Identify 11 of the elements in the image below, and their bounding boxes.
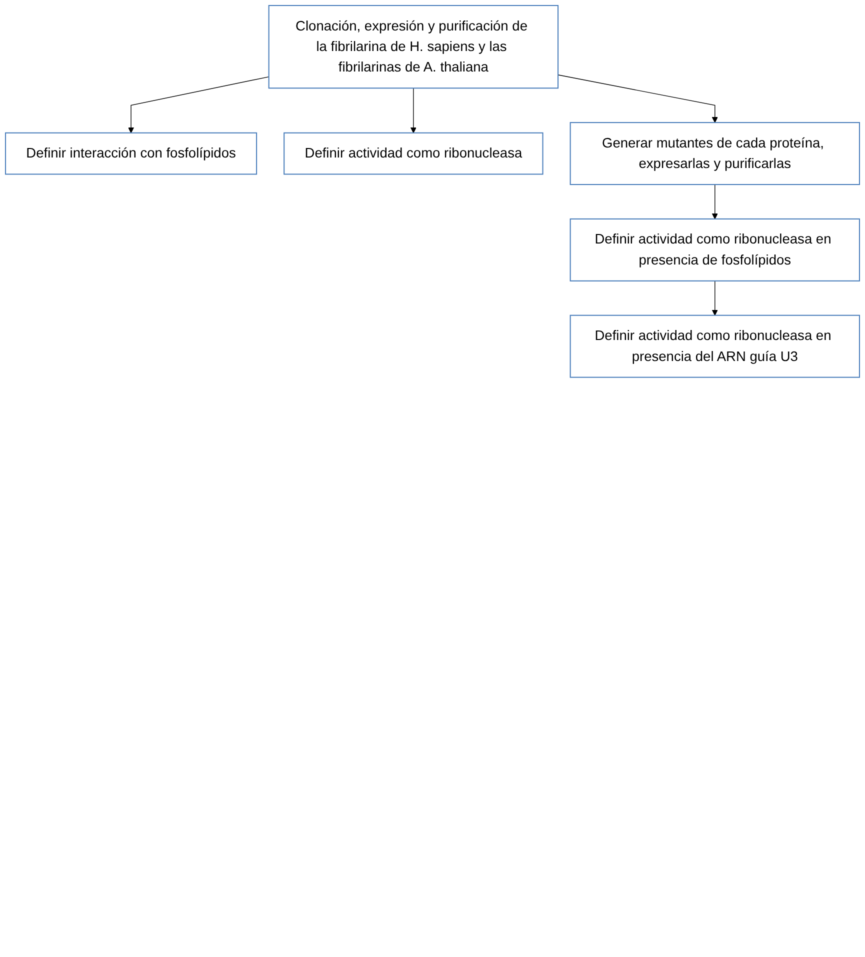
arrow [558, 74, 718, 123]
node-box: Generar mutantes de cada proteína, expresarlas y purificarlas [570, 122, 860, 186]
arrow [410, 88, 416, 134]
arrow [712, 184, 718, 220]
arrow [712, 280, 718, 316]
node-box: Definir actividad como ribonucleasa en presencia de fosfolípidos [570, 218, 860, 282]
node-box: Definir actividad como ribonucleasa en presencia del ARN guía U3 [570, 314, 860, 378]
node-box: Definir actividad como ribonucleasa [284, 132, 544, 175]
arrow [128, 76, 270, 134]
node-box: Clonación, expresión y purificación de la fibrilarina de H. sapiens y las fibrilarinas de A. thaliana [268, 5, 559, 89]
node-box: Definir interacción con fosfolípidos [5, 132, 258, 175]
